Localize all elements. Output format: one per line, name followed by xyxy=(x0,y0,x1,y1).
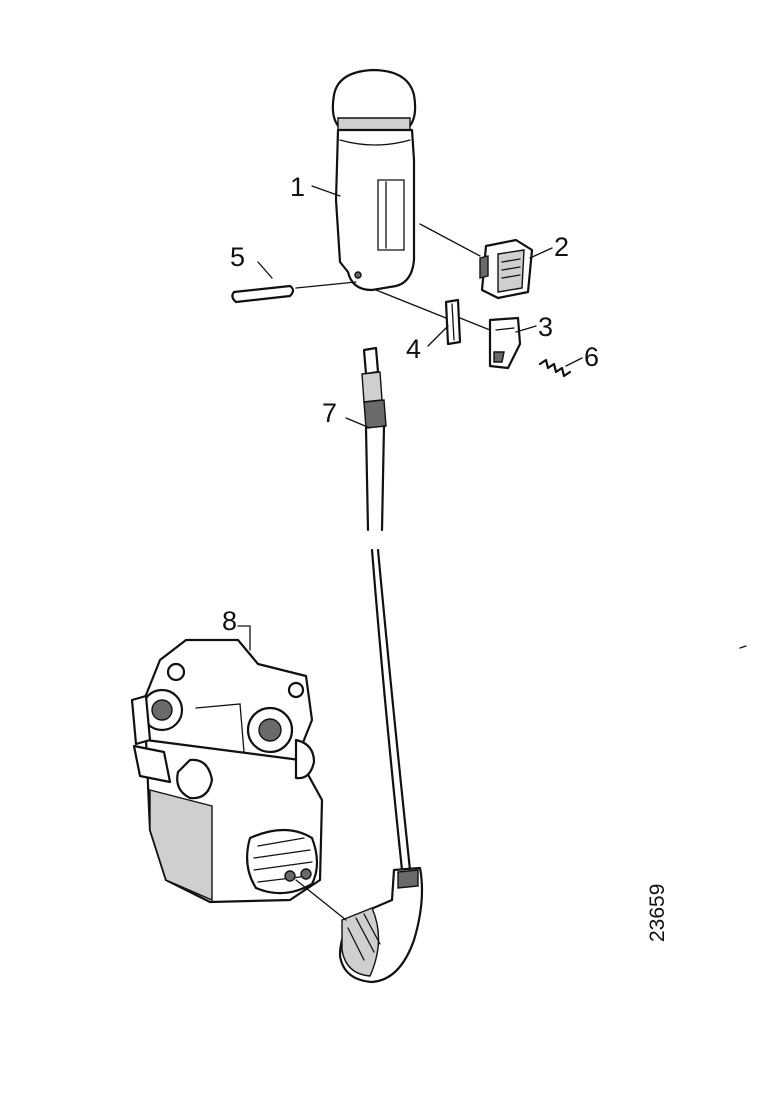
part-4-plate xyxy=(444,298,462,346)
callout-3: 3 xyxy=(538,312,553,342)
callout-7: 7 xyxy=(322,398,337,428)
part-3-pawl xyxy=(488,316,522,370)
part-1-handle xyxy=(331,68,417,292)
assembly-guide-lines xyxy=(295,223,491,331)
callout-1: 1 xyxy=(290,172,305,202)
leader-8 xyxy=(237,625,251,651)
stray-mark xyxy=(739,645,747,649)
part-7-cable xyxy=(361,346,412,872)
part-6-spring xyxy=(538,358,572,378)
part-8-valve-body xyxy=(130,638,347,921)
callout-5: 5 xyxy=(230,242,245,272)
callout-2: 2 xyxy=(554,232,569,262)
leader-5 xyxy=(257,261,273,279)
leader-3 xyxy=(515,325,537,333)
part-2-switch xyxy=(479,238,534,300)
callout-6: 6 xyxy=(584,342,599,372)
part-5-pin xyxy=(231,284,295,304)
cable-plug-connector xyxy=(338,866,424,984)
figure-reference-number: 23659 xyxy=(646,884,669,942)
callout-4: 4 xyxy=(406,334,421,364)
callout-8: 8 xyxy=(222,606,237,636)
callout-labels: 1 2 3 4 5 6 7 8 xyxy=(222,172,599,636)
leader-7 xyxy=(345,417,371,429)
leader-1 xyxy=(311,185,341,197)
leader-2 xyxy=(529,247,553,259)
leader-lines xyxy=(237,185,583,651)
leader-6 xyxy=(565,357,583,367)
leader-4 xyxy=(427,325,449,347)
